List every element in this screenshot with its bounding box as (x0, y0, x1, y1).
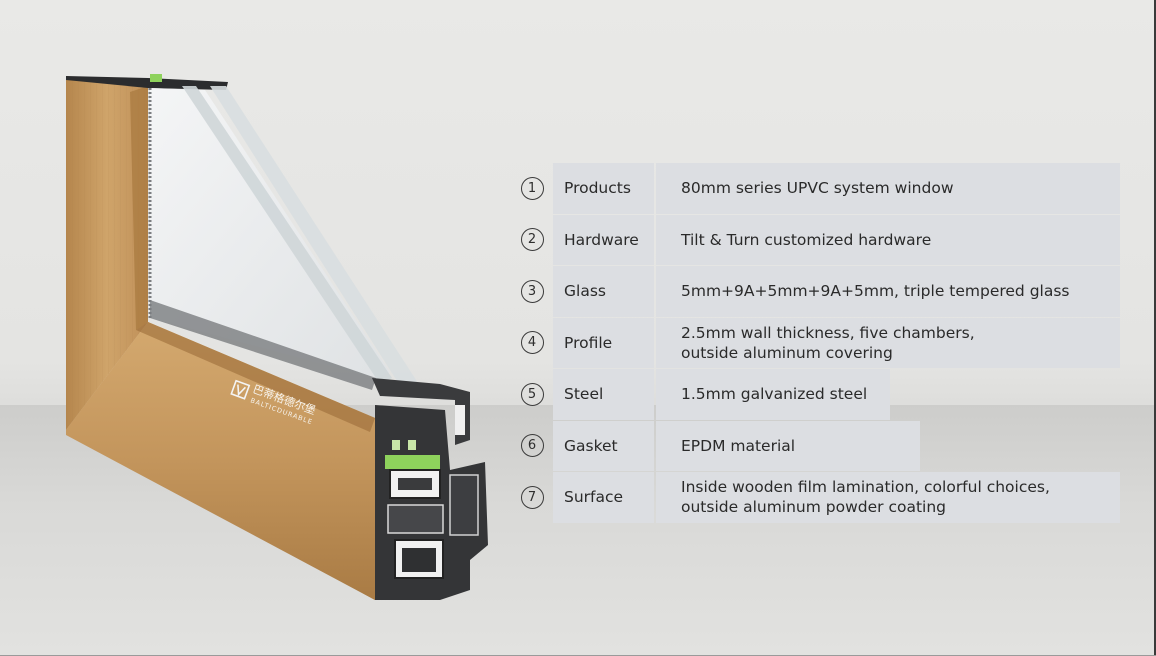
brand-logo (230, 379, 251, 400)
spec-value: Inside wooden film lamination, colorful … (656, 472, 1120, 523)
spec-number-badge: 2 (512, 215, 552, 266)
spec-number: 4 (520, 331, 544, 355)
spec-number-badge: 1 (512, 163, 552, 214)
spec-value: 2.5mm wall thickness, five chambers, out… (656, 317, 1120, 368)
spec-label: Surface (553, 472, 654, 523)
spec-value: 80mm series UPVC system window (656, 163, 1120, 214)
spec-number: 5 (520, 382, 544, 406)
spec-value: EPDM material (656, 420, 920, 471)
spec-label: Gasket (553, 420, 654, 471)
spec-number: 2 (520, 228, 544, 252)
spec-value: Tilt & Turn customized hardware (656, 214, 1120, 265)
spec-number: 7 (520, 485, 544, 509)
spec-label: Steel (553, 369, 654, 420)
window-profile-illustration: 巴蒂格德尔堡 BALTICDURABLE (66, 74, 488, 600)
spec-number-badge: 5 (512, 369, 552, 420)
spec-number: 3 (520, 279, 544, 303)
spec-label: Hardware (553, 214, 654, 265)
spec-number-badge: 3 (512, 266, 552, 317)
spec-number: 6 (520, 434, 544, 458)
frame-border-right (1154, 0, 1156, 656)
spec-label: Products (553, 163, 654, 214)
spec-value: 5mm+9A+5mm+9A+5mm, triple tempered glass (656, 266, 1120, 317)
spec-number-badge: 6 (512, 421, 552, 472)
spec-value: 1.5mm galvanized steel (656, 369, 890, 420)
spec-label: Profile (553, 317, 654, 368)
spec-number: 1 (520, 176, 544, 200)
spec-number-badge: 7 (512, 472, 552, 523)
spec-label: Glass (553, 266, 654, 317)
upvc-profile-section (372, 378, 488, 600)
spec-number-badge: 4 (512, 318, 552, 369)
